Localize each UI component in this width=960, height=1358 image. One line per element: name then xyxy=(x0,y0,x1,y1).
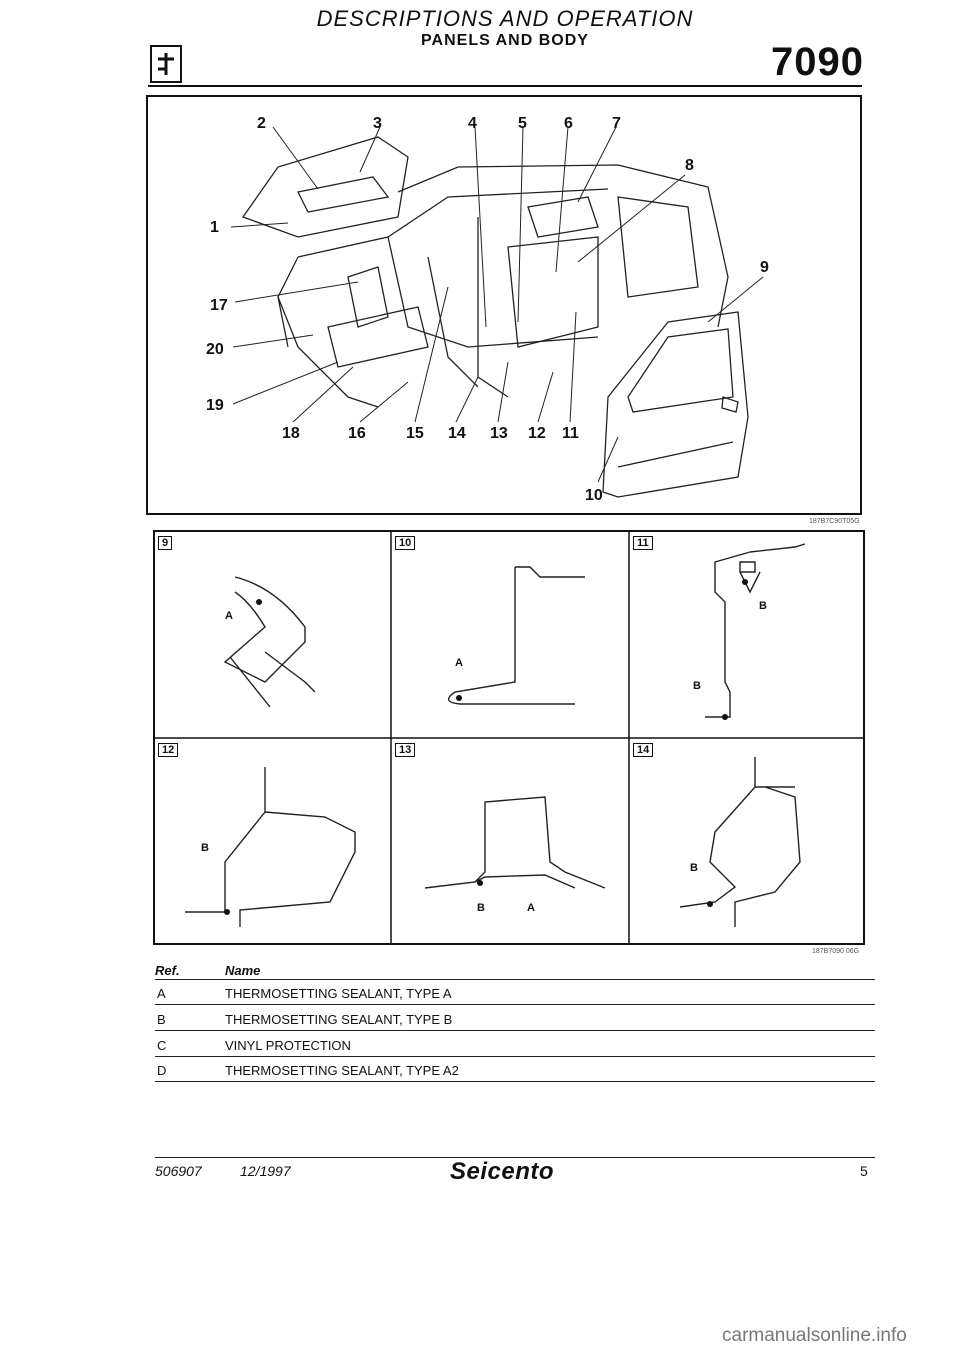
table-rule xyxy=(155,979,875,980)
doc-date: 12/1997 xyxy=(240,1163,291,1179)
table-row-ref: D xyxy=(157,1063,167,1078)
table-rule xyxy=(155,1030,875,1031)
panel-13-label-a: A xyxy=(527,902,535,914)
callout-2: 2 xyxy=(257,115,266,132)
table-row-name: THERMOSETTING SEALANT, TYPE A xyxy=(225,986,452,1001)
table-row-name: THERMOSETTING SEALANT, TYPE B xyxy=(225,1012,453,1027)
doc-number: 506907 xyxy=(155,1163,202,1179)
table-row-ref: A xyxy=(157,986,166,1001)
callout-19: 19 xyxy=(206,397,224,414)
section-logo-icon xyxy=(150,45,182,83)
panel-11-label-b-bottom: B xyxy=(693,680,701,692)
header-divider xyxy=(148,85,862,87)
detail-figure-code: 187B7090 06G xyxy=(812,948,860,955)
callout-4: 4 xyxy=(468,115,477,132)
page-subtitle: PANELS AND BODY xyxy=(421,32,589,49)
table-row-name: VINYL PROTECTION xyxy=(225,1038,351,1053)
panel-12-label-b: B xyxy=(201,842,209,854)
panel-12-number: 12 xyxy=(158,743,179,757)
table-rule xyxy=(155,1056,875,1057)
panel-10-number: 10 xyxy=(395,536,416,550)
footer-rule xyxy=(155,1157,875,1158)
table-row-ref: C xyxy=(157,1038,167,1053)
section-code: 7090 xyxy=(771,40,864,84)
panel-9-label-a: A xyxy=(225,610,233,622)
callout-20: 20 xyxy=(206,341,224,358)
callout-13: 13 xyxy=(490,425,508,442)
panel-14-label-b: B xyxy=(690,862,698,874)
callout-8: 8 xyxy=(685,157,694,174)
table-header-ref: Ref. xyxy=(155,963,180,978)
table-row-name: THERMOSETTING SEALANT, TYPE A2 xyxy=(225,1063,459,1078)
callout-11: 11 xyxy=(562,425,579,442)
callout-6: 6 xyxy=(564,115,573,132)
detail-figures-grid: 9 10 11 12 13 14 A A B B B B A B xyxy=(153,530,865,945)
callout-12: 12 xyxy=(528,425,546,442)
body-shell-figure: 2 3 4 5 6 7 8 9 1 17 20 19 18 16 15 14 1… xyxy=(146,95,862,515)
panel-13-label-b: B xyxy=(477,902,485,914)
callout-17: 17 xyxy=(210,297,228,314)
panel-11-number: 11 xyxy=(633,536,653,550)
watermark: carmanualsonline.info xyxy=(722,1325,907,1346)
page-number: 5 xyxy=(860,1163,868,1179)
brand-logo: Seicento xyxy=(450,1158,555,1185)
panel-11-label-b-top: B xyxy=(759,600,767,612)
page-title: DESCRIPTIONS AND OPERATION xyxy=(316,6,694,31)
callout-16: 16 xyxy=(348,425,366,442)
callout-3: 3 xyxy=(373,115,382,132)
table-header-name: Name xyxy=(225,963,261,978)
callout-9: 9 xyxy=(760,259,769,276)
panel-10-label-a: A xyxy=(455,657,463,669)
table-rule xyxy=(155,1081,875,1082)
main-figure-code: 187B7C90T05G xyxy=(809,518,860,525)
callout-14: 14 xyxy=(448,425,466,442)
table-rule xyxy=(155,1004,875,1005)
panel-9-number: 9 xyxy=(158,536,173,550)
callout-15: 15 xyxy=(406,425,424,442)
callout-1: 1 xyxy=(210,219,219,236)
callout-7: 7 xyxy=(612,115,621,132)
callout-18: 18 xyxy=(282,425,300,442)
panel-13-number: 13 xyxy=(395,743,416,757)
callout-10: 10 xyxy=(585,487,603,504)
panel-14-number: 14 xyxy=(633,743,654,757)
table-row-ref: B xyxy=(157,1012,166,1027)
callout-5: 5 xyxy=(518,115,527,132)
